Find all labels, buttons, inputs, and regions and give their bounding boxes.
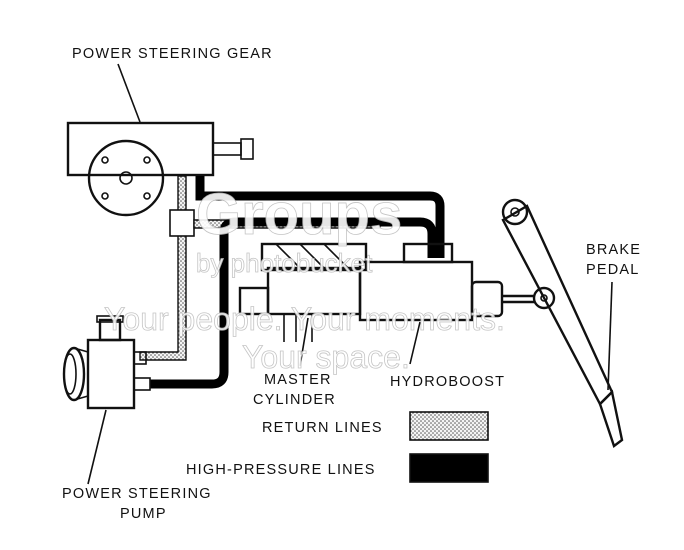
legend-return-label: RETURN LINES <box>262 420 383 436</box>
watermark-byline: by photobucket <box>196 248 373 278</box>
power-steering-gear <box>66 121 254 217</box>
label-cylinder: CYLINDER <box>253 392 336 408</box>
label-pump-line2: PUMP <box>120 506 167 522</box>
leader-master <box>299 317 309 367</box>
watermark-tagline-1: Your people. Your moments. <box>104 301 505 337</box>
watermark: Groups by photobucket Your people. Your … <box>104 182 506 376</box>
label-brake: BRAKE <box>586 242 641 258</box>
legend: RETURN LINES HIGH-PRESSURE LINES <box>186 411 489 483</box>
leader-hydroboost <box>409 321 421 365</box>
legend-return-swatch <box>409 411 489 441</box>
leader-pedal <box>607 281 613 391</box>
legend-high-pressure-swatch <box>409 453 489 483</box>
label-pedal: PEDAL <box>586 262 640 278</box>
leader-pump <box>87 409 107 485</box>
label-pump-line1: POWER STEERING <box>62 486 212 502</box>
high-pressure-lines <box>150 176 445 389</box>
legend-high-pressure-label: HIGH-PRESSURE LINES <box>186 462 376 478</box>
hydroboost-unit <box>358 242 556 322</box>
label-hydroboost: HYDROBOOST <box>390 374 505 390</box>
power-steering-pump <box>62 315 151 410</box>
leader-gear <box>117 63 141 123</box>
brake-pedal <box>501 198 624 448</box>
label-master: MASTER <box>264 372 332 388</box>
watermark-brand: Groups <box>196 182 402 247</box>
label-power-steering-gear: POWER STEERING GEAR <box>72 46 273 62</box>
watermark-tagline-2: Your space. <box>242 339 410 375</box>
